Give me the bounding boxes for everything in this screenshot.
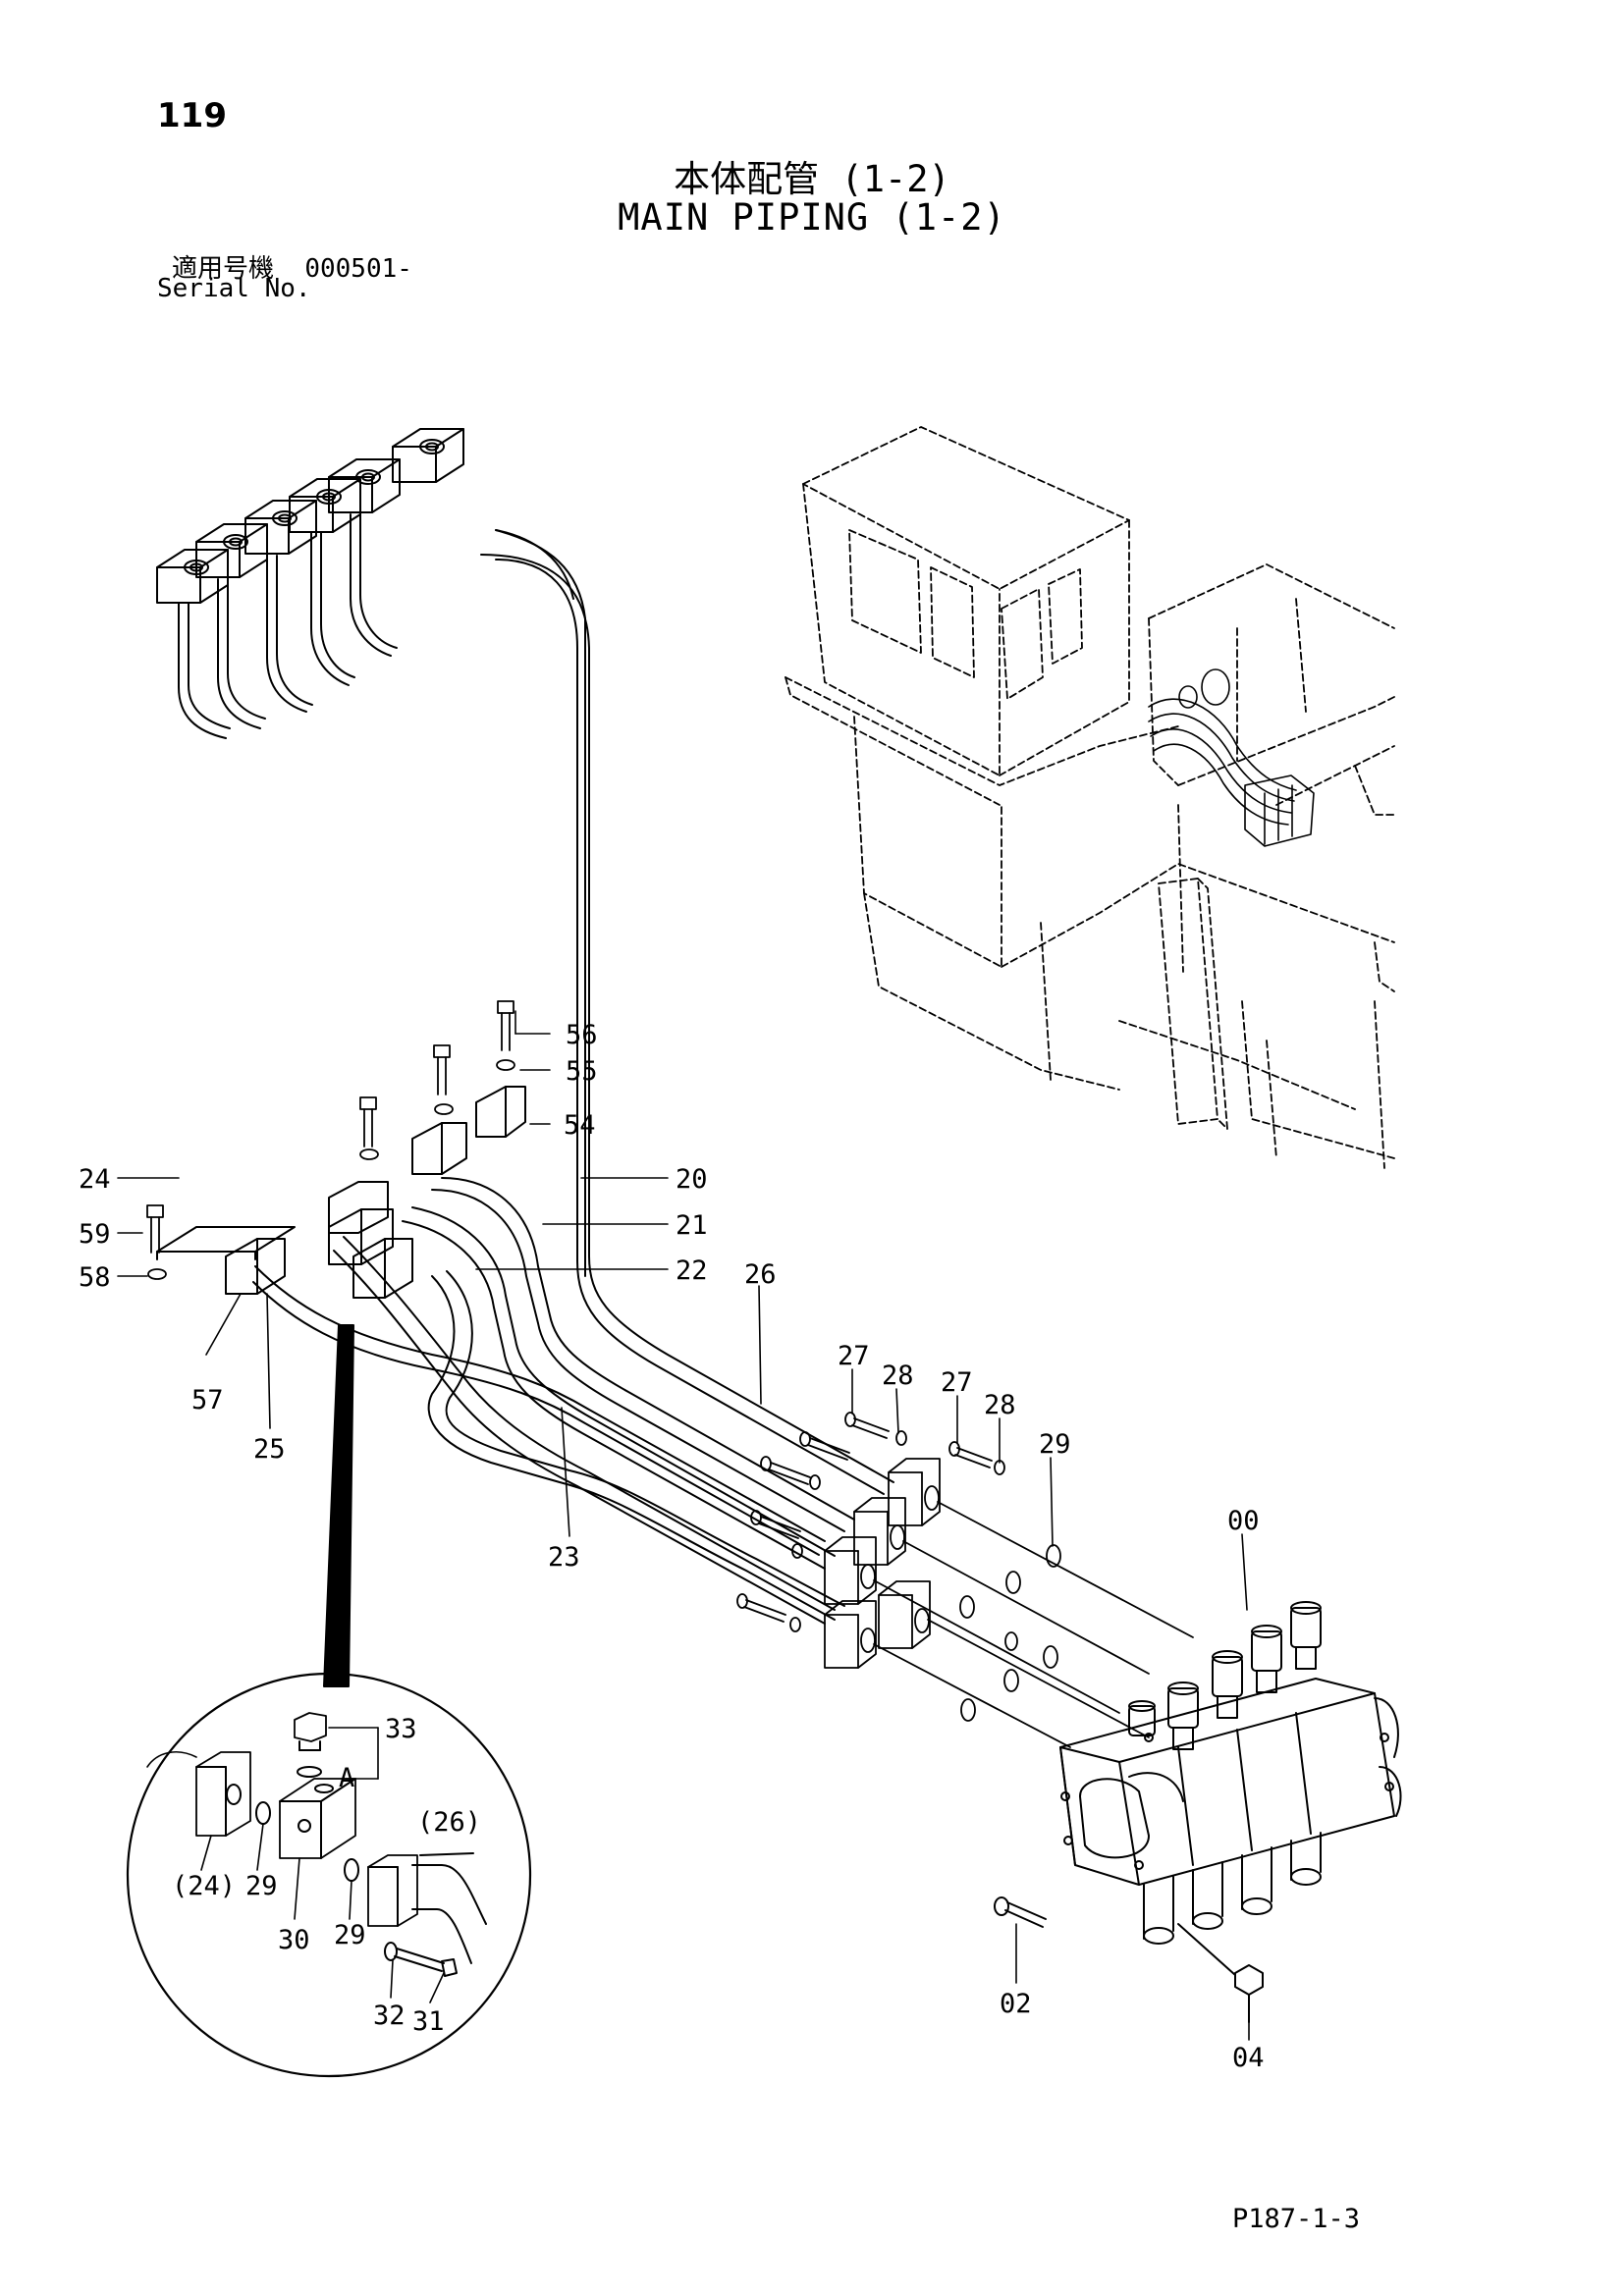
callout-04: 04 xyxy=(1232,2043,1265,2073)
callout-24: 24 xyxy=(79,1164,111,1195)
title-english: MAIN PIPING (1-2) xyxy=(618,196,1006,239)
valve-end-flanges xyxy=(736,1412,1194,1748)
detail-callout-24: (24) xyxy=(172,1871,236,1901)
callout-56: 56 xyxy=(566,1020,598,1050)
callout-02: 02 xyxy=(1000,1989,1032,2019)
callout-27a: 27 xyxy=(838,1341,870,1371)
callout-00: 00 xyxy=(1227,1506,1260,1536)
callout-29: 29 xyxy=(1039,1429,1071,1460)
detail-callout-26: (26) xyxy=(417,1807,481,1838)
callout-57: 57 xyxy=(191,1385,224,1415)
page-number: 119 xyxy=(157,96,227,135)
bolts-top xyxy=(146,1000,515,1280)
serial-label-jp: 適用号機 xyxy=(172,254,275,284)
callout-25: 25 xyxy=(253,1434,286,1465)
machine-overview xyxy=(785,426,1395,1169)
callout-23: 23 xyxy=(548,1542,580,1573)
callout-27b: 27 xyxy=(941,1367,973,1398)
title-japanese: 本体配管 (1-2) xyxy=(674,158,950,200)
detail-callout-29b: 29 xyxy=(334,1920,366,1950)
leader-lines xyxy=(117,1010,1250,2041)
callout-labels: 56 55 54 20 21 22 24 59 58 57 25 26 27 2… xyxy=(79,1020,1265,2073)
callout-20: 20 xyxy=(676,1164,708,1195)
callout-54: 54 xyxy=(564,1110,596,1141)
top-flanges xyxy=(156,428,464,604)
detail-callout-a: A xyxy=(339,1763,354,1793)
callout-28b: 28 xyxy=(984,1390,1016,1420)
detail-view xyxy=(126,1324,532,2078)
serial-line-jp: 適用号機 000501- xyxy=(172,248,412,285)
detail-callout-29a: 29 xyxy=(245,1871,278,1901)
callout-58: 58 xyxy=(79,1262,111,1293)
pipe-assembly xyxy=(156,513,894,1625)
detail-callout-30: 30 xyxy=(278,1925,310,1955)
serial-value: 000501- xyxy=(304,254,412,284)
serial-label-en: Serial No. xyxy=(157,274,311,303)
callout-55: 55 xyxy=(566,1056,598,1087)
control-valve xyxy=(994,1601,1402,2023)
machine-valve-thumbnail xyxy=(1148,668,1315,847)
detail-callout-33: 33 xyxy=(385,1714,417,1744)
detail-callout-31: 31 xyxy=(412,2006,445,2037)
callout-21: 21 xyxy=(676,1210,708,1241)
drawing-code: P187-1-3 xyxy=(1232,2204,1361,2234)
detail-callout-32: 32 xyxy=(373,2001,406,2031)
callout-26: 26 xyxy=(744,1259,777,1290)
callout-22: 22 xyxy=(676,1255,708,1286)
detail-circle xyxy=(126,1672,532,2078)
callout-59: 59 xyxy=(79,1219,111,1250)
callout-28a: 28 xyxy=(882,1361,914,1391)
